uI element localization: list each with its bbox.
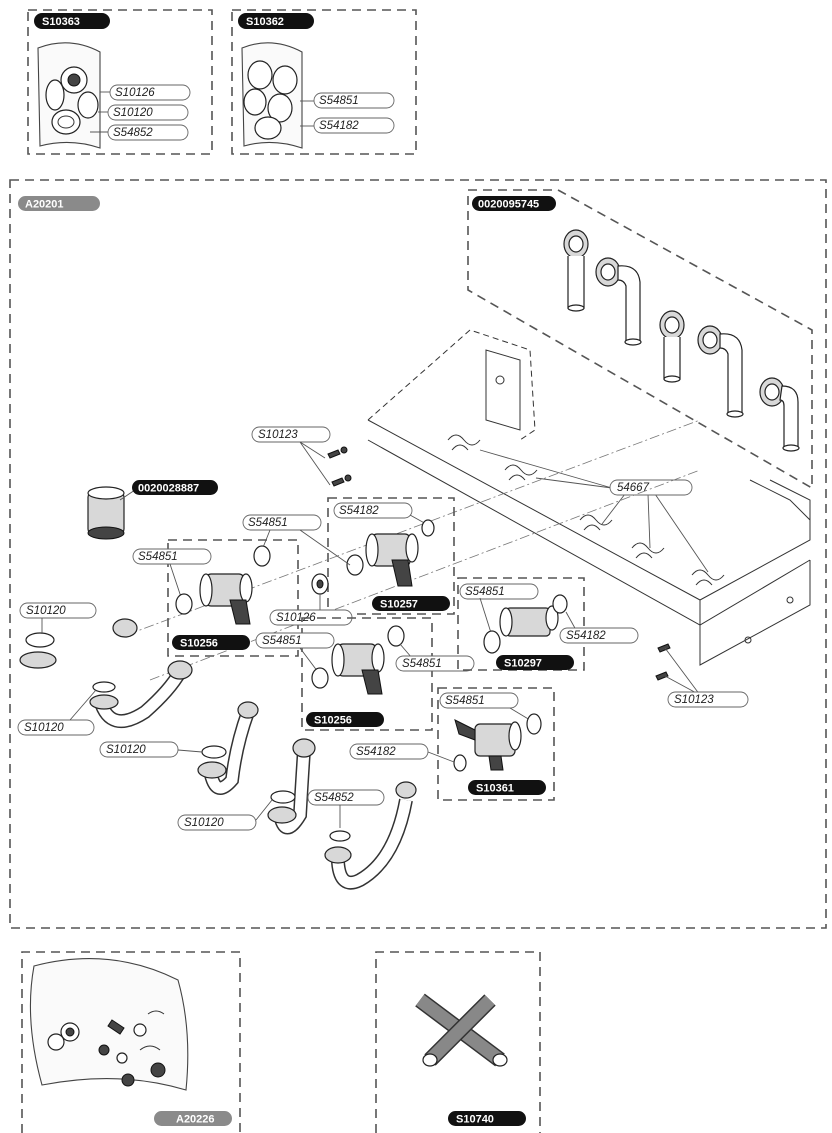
kit-s10740: S10740 (375, 951, 541, 1133)
s10257-label-1: S54182 (339, 505, 379, 517)
s10257-label-2: S54851 (248, 517, 288, 529)
callout-bend2: S10120 (24, 722, 64, 734)
assembly-s10257: S54182 S10257 (327, 497, 455, 615)
wire-clips: 54667 (447, 434, 725, 586)
callout-bend1: S10120 (26, 605, 66, 617)
kit-s10740-code: S10740 (456, 1114, 494, 1126)
assembly-s10361: S54851 S54182 S10361 (349, 687, 555, 801)
callout-bend5: S54852 (314, 792, 354, 804)
callout-s10120: S10120 (113, 107, 153, 119)
callout-washer: S10126 (276, 612, 316, 624)
tail-pipes (563, 229, 800, 452)
screws-right: S10123 (655, 643, 749, 708)
callout-screws-top: S10123 (258, 429, 298, 441)
screws-top: S10123 (251, 426, 352, 487)
s10256b-label-2: S54851 (402, 658, 442, 670)
pipe-bend-1: S10120 (19, 602, 138, 708)
group-a20201: A20201 0020095745 (9, 179, 827, 929)
assembly-s10256-b: S54851 S54851 S10256 (255, 617, 475, 731)
kit-s10362-code: S10362 (246, 16, 284, 28)
s10256b-code: S10256 (314, 715, 352, 727)
callout-clips: 54667 (617, 482, 650, 494)
pipe-bend-2: S10120 (17, 660, 193, 736)
kit-s10363: S10363 S10126 S10120 S54852 (27, 9, 213, 155)
callout-bend4: S10120 (184, 817, 224, 829)
adapter-0020028887: 0020028887 (87, 480, 218, 540)
cross-fitting-icon (415, 993, 508, 1067)
pipes-kit-frame (467, 189, 813, 490)
kit-a20226-code: A20226 (176, 1114, 215, 1126)
adapter-code: 0020028887 (138, 483, 199, 495)
kit-s10363-code: S10363 (42, 16, 80, 28)
pipe-bend-4: S10120 (177, 738, 316, 835)
group-a20201-code: A20201 (25, 199, 64, 211)
s10361-label-2: S54182 (356, 746, 396, 758)
callout-bend3: S10120 (106, 744, 146, 756)
assembly-s10297: S54851 S54182 S10297 (457, 577, 639, 671)
s10297-code: S10297 (504, 658, 542, 670)
s10257-code: S10257 (380, 599, 418, 611)
callout-s54182: S54182 (319, 120, 359, 132)
s10256a-code: S10256 (180, 638, 218, 650)
s10256b-label-1: S54851 (262, 635, 302, 647)
s10361-code: S10361 (476, 783, 514, 795)
s10297-label-2: S54182 (566, 630, 606, 642)
mounting-bracket (367, 329, 811, 666)
callout-s10257-s54851: S54851 (242, 514, 351, 567)
s10256a-label-1: S54851 (138, 551, 178, 563)
s10361-label-1: S54851 (445, 695, 485, 707)
callout-screws-right: S10123 (674, 694, 714, 706)
callout-s10126: S10126 (115, 87, 155, 99)
pipe-bend-5: S54852 (307, 781, 417, 890)
pipe-bend-3: S10120 (99, 701, 259, 795)
pipes-kit-code: 0020095745 (478, 199, 539, 211)
kit-a20226: A20226 (21, 951, 241, 1133)
kit-s10362: S10362 S54851 S54182 (231, 9, 417, 155)
assembly-s10256-a: S54851 S10256 (132, 539, 299, 657)
callout-s54851: S54851 (319, 95, 359, 107)
callout-s54852: S54852 (113, 127, 153, 139)
s10297-label-1: S54851 (465, 586, 505, 598)
